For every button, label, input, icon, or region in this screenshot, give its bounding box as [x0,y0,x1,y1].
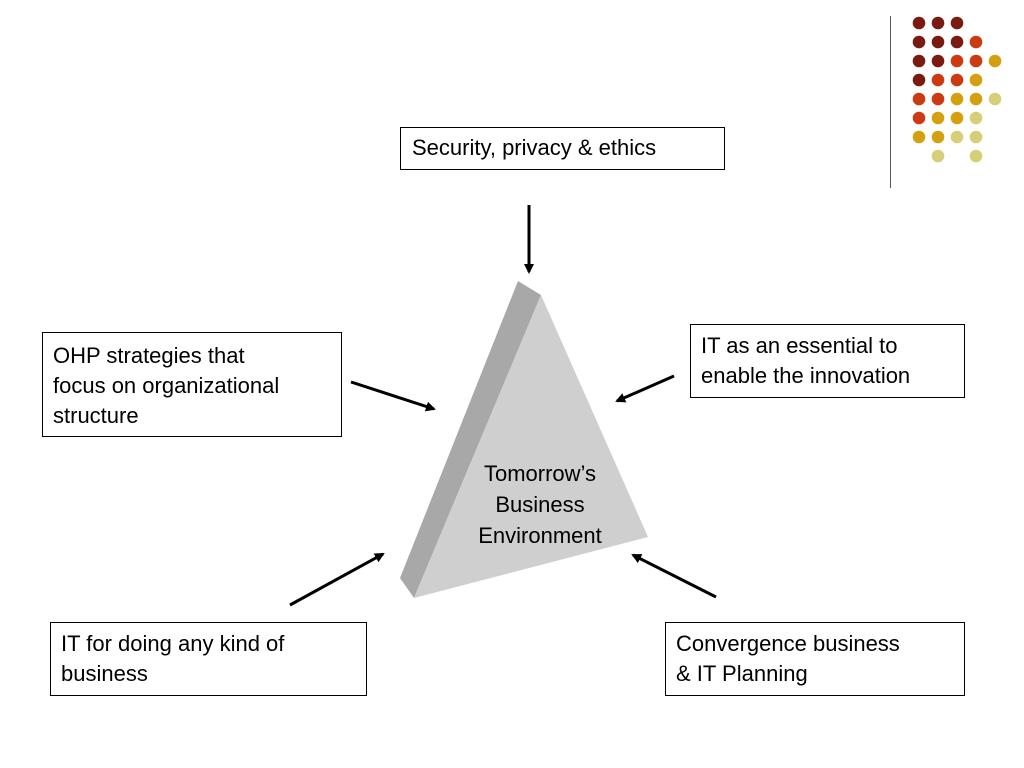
decorative-dot [969,54,983,68]
arrow-from-bottom-left [289,552,385,607]
decorative-dot [950,111,964,125]
decorative-dot [931,35,945,49]
decorative-dot [931,149,945,163]
convergence-planning-box: Convergence business & IT Planning [665,622,965,696]
box-text: Security, privacy & ethics [412,135,657,160]
center-label-line: Environment [478,523,602,548]
decorative-dot [950,92,964,106]
arrows [289,205,717,607]
arrow-from-left [350,380,436,412]
decorative-dot [912,130,926,144]
center-label: Tomorrow’s Business Environment [460,458,620,551]
decorative-dot [969,35,983,49]
decorative-dot [931,130,945,144]
box-text: focus on organizational [53,373,280,398]
box-text: & IT Planning [676,661,808,686]
decorative-dot [912,111,926,125]
decorative-dot [912,92,926,106]
decorative-dot [950,73,964,87]
decorative-dot [988,92,1002,106]
pyramid-front-face [414,295,648,598]
decorative-dot [931,54,945,68]
decorative-dot [950,35,964,49]
box-text: enable the innovation [701,363,911,388]
decorative-dot [950,54,964,68]
decorative-dot [950,130,964,144]
security-privacy-box: Security, privacy & ethics [400,127,725,170]
decorative-dot [912,54,926,68]
pyramid-side-face [400,281,541,598]
decorative-dot [969,111,983,125]
arrow-from-bottom-right [631,553,717,599]
decorative-dot [931,111,945,125]
it-innovation-box: IT as an essential to enable the innovat… [690,324,965,398]
box-text: OHP strategies that [53,343,245,368]
box-text: structure [53,403,139,428]
box-text: IT as an essential to [701,333,898,358]
decorative-dot [912,73,926,87]
decorative-dot [912,16,926,30]
box-text: IT for doing any kind of [61,631,285,656]
decorative-dot [969,73,983,87]
it-any-business-box: IT for doing any kind of business [50,622,367,696]
decorative-dot [931,92,945,106]
decorative-dot-grid [912,16,1002,163]
center-label-line: Business [495,492,585,517]
decorative-vertical-rule [890,16,891,188]
decorative-dot [969,149,983,163]
decorative-dot [969,92,983,106]
pyramid [400,281,648,598]
decorative-dot [988,54,1002,68]
center-label-line: Tomorrow’s [483,461,597,486]
box-text: business [61,661,148,686]
decorative-dot [969,130,983,144]
decorative-dot [931,16,945,30]
arrow-from-right [615,374,675,403]
ohp-strategies-box: OHP strategies that focus on organizatio… [42,332,342,437]
box-text: Convergence business [676,631,900,656]
decorative-dot [912,35,926,49]
decorative-dot [950,16,964,30]
decorative-dot [931,73,945,87]
